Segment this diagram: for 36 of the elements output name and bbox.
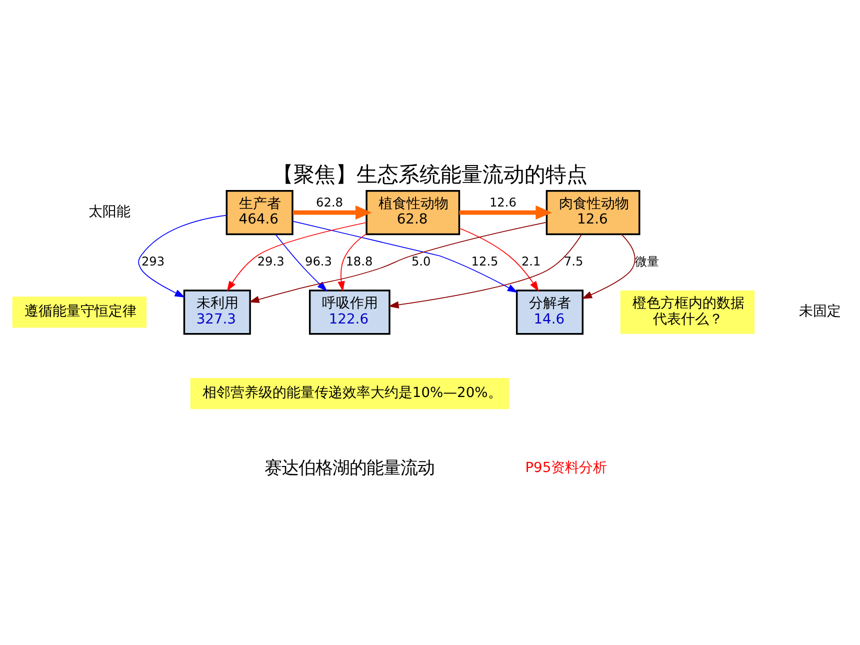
arrow [248, 221, 547, 302]
diagram-title: 【聚焦】生态系统能量流动的特点 [272, 162, 588, 186]
label: P95资料分析 [525, 460, 608, 476]
arrow [292, 220, 518, 292]
edge-label: 7.5 [564, 254, 584, 268]
arrow [582, 233, 636, 298]
arrow [338, 232, 367, 292]
edge-label: 29.3 [257, 254, 284, 268]
caption: 赛达伯格湖的能量流动 [264, 458, 435, 478]
node-box: 分解者 14.6 [516, 289, 584, 334]
arrow [292, 204, 372, 220]
edge-label: 96.3 [305, 254, 332, 268]
edge-label: 18.8 [346, 254, 373, 268]
node-box: 植食性动物 62.8 [366, 190, 460, 235]
node-box: 未利用 327.3 [183, 289, 251, 334]
edge-label: 12.6 [489, 195, 516, 210]
arrow [138, 214, 227, 298]
node-box: 呼吸作用 122.6 [308, 289, 390, 334]
edge-label: 12.5 [471, 254, 498, 268]
label: 太阳能 [88, 203, 131, 220]
edge-label: 2.1 [521, 254, 541, 268]
node-box: 生产者 464.6 [226, 190, 294, 235]
edge-label: 62.8 [316, 195, 344, 210]
edge-label: 5.0 [411, 254, 431, 268]
node-box: 遵循能量守恒定律 [12, 296, 147, 328]
node-box: 肉食性动物 12.6 [546, 190, 640, 235]
arrow [458, 227, 539, 292]
arrow [388, 233, 582, 308]
node-box: 橙色方框内的数据代表什么？ [620, 290, 755, 334]
edge-label: 微量 [635, 254, 660, 268]
arrow [459, 204, 552, 220]
node-box: 相邻营养级的能量传递效率大约是10%—20%。 [190, 378, 510, 409]
edge-label: 293 [141, 254, 165, 268]
arrow [275, 233, 328, 291]
label: 未固定 [798, 302, 841, 319]
arrow [226, 222, 367, 291]
